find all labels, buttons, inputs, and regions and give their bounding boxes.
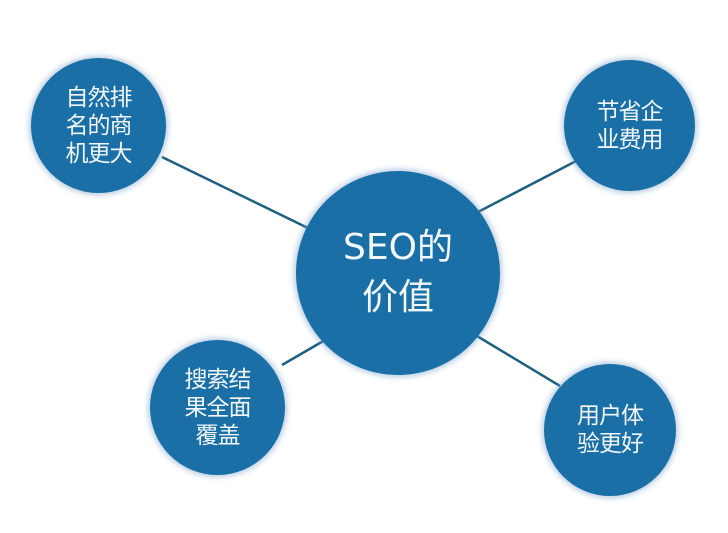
node-label-line: 覆盖 (195, 422, 241, 449)
node-label-line: 果全面 (184, 394, 252, 421)
node-label-line: 用户体 (577, 403, 644, 429)
node-label: 自然排 名的商 机更大 (65, 84, 133, 168)
node-user-experience: 用户体 验更好 (544, 364, 676, 496)
node-search-coverage: 搜索结 果全面 覆盖 (150, 340, 285, 475)
connector-top-right (477, 157, 581, 214)
connector-top-left (161, 155, 313, 232)
center-node-seo-value: SEO的 价值 (296, 171, 500, 375)
node-label-line: 节省企 (596, 98, 664, 125)
center-label-line: SEO的 (343, 227, 453, 268)
center-label-line: 价值 (361, 277, 434, 318)
node-label-line: 搜索结 (184, 366, 252, 393)
node-label-line: 机更大 (65, 140, 133, 167)
node-label-line: 名的商 (65, 112, 133, 139)
node-label-line: 业费用 (596, 126, 664, 153)
node-label: 节省企 业费用 (596, 98, 664, 154)
node-label-line: 验更好 (577, 431, 644, 457)
node-natural-ranking: 自然排 名的商 机更大 (31, 58, 166, 193)
center-node-label: SEO的 价值 (343, 223, 453, 323)
node-label: 用户体 验更好 (577, 402, 644, 458)
connector-bottom-right (471, 331, 561, 388)
node-label-line: 自然排 (65, 84, 133, 111)
node-save-costs: 节省企 业费用 (564, 60, 695, 191)
node-label: 搜索结 果全面 覆盖 (184, 366, 252, 450)
